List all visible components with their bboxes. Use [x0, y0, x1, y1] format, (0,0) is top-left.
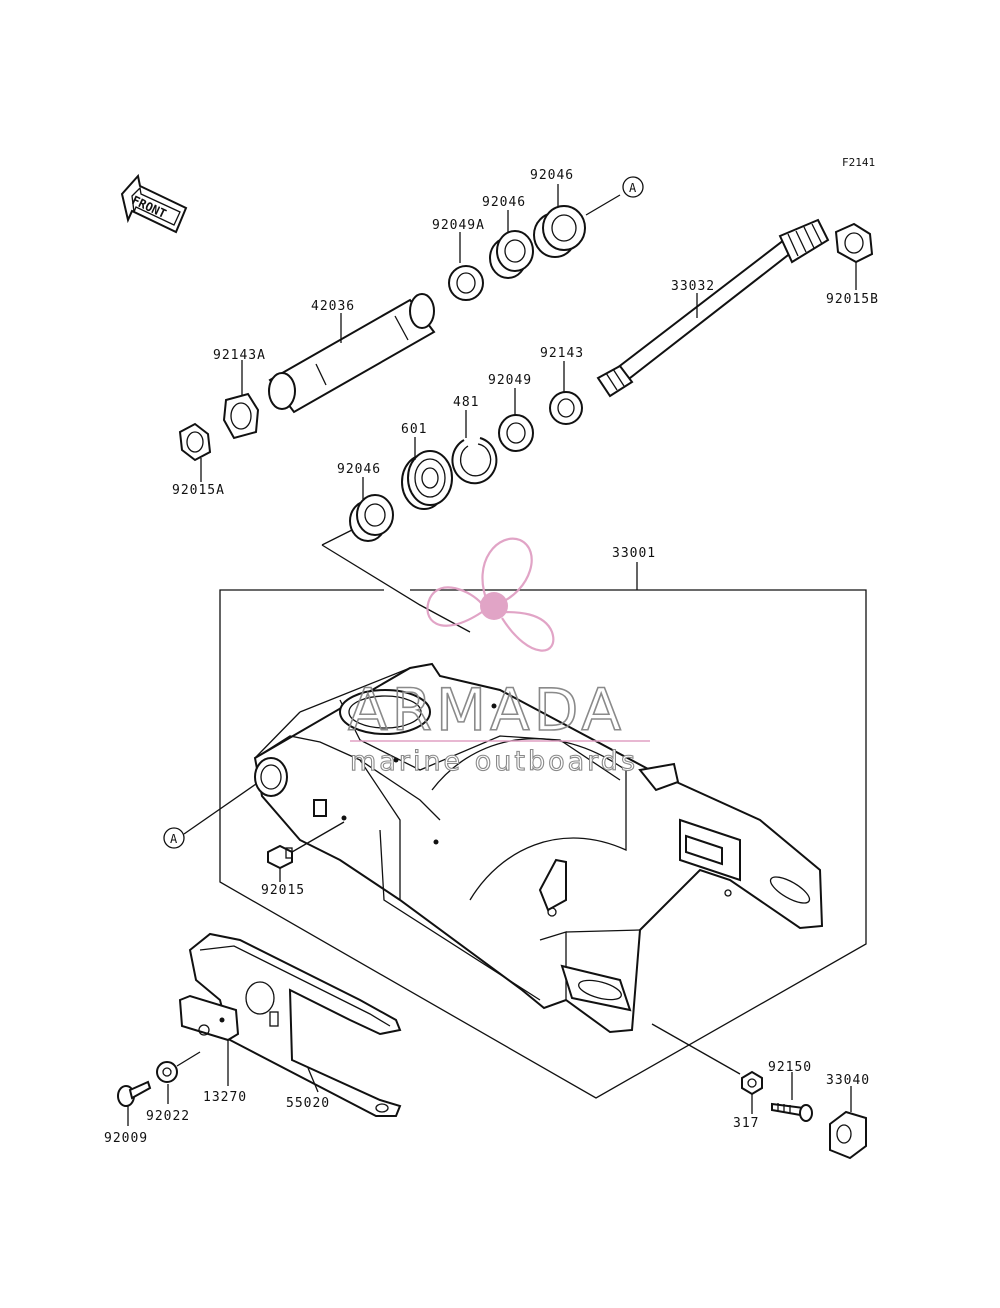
part-label-92046-top: 92046 — [530, 168, 574, 183]
swingarm-33001 — [253, 662, 824, 1034]
nut-317 — [741, 1070, 763, 1096]
oil-seal-92049 — [498, 414, 534, 452]
pivot-shaft-33032 — [596, 218, 830, 398]
oil-seal-92049a — [448, 265, 484, 301]
bolt-92150 — [771, 1102, 813, 1122]
svg-text:A: A — [170, 832, 178, 846]
collar-92143 — [549, 391, 583, 425]
part-label-92150: 92150 — [768, 1060, 812, 1075]
needle-bearing-92046-mid — [489, 230, 534, 279]
part-label-13270: 13270 — [203, 1090, 247, 1105]
nut-92015a — [178, 422, 212, 462]
bolt-92015 — [267, 844, 293, 870]
watermark-tagline: marine outboards — [350, 746, 638, 777]
part-label-92046-mid: 92046 — [482, 195, 526, 210]
part-label-92009: 92009 — [104, 1131, 148, 1146]
watermark-brand: ARMADA — [348, 676, 625, 744]
part-label-92049a: 92049A — [432, 218, 485, 233]
collar-92143a — [222, 392, 260, 440]
part-label-92049: 92049 — [488, 373, 532, 388]
part-label-33001: 33001 — [612, 546, 656, 561]
part-label-92015b: 92015B — [826, 292, 879, 307]
sleeve-42036 — [268, 293, 436, 414]
part-label-42036: 42036 — [311, 299, 355, 314]
part-label-92015: 92015 — [261, 883, 305, 898]
part-label-92143: 92143 — [540, 346, 584, 361]
reference-marker-a-lower: A — [163, 827, 185, 849]
chain-adjuster-33040 — [829, 1110, 867, 1160]
part-label-601: 601 — [401, 422, 427, 437]
part-label-92015a: 92015A — [172, 483, 225, 498]
part-label-92143a: 92143A — [213, 348, 266, 363]
plate-13270 — [178, 994, 240, 1042]
washer-92022 — [156, 1061, 178, 1083]
ball-bearing-601 — [401, 450, 453, 510]
front-arrow-icon: FRONT — [120, 173, 188, 234]
diagram-code: F2141 — [842, 156, 875, 169]
part-label-481: 481 — [453, 395, 479, 410]
screw-92009 — [117, 1080, 152, 1107]
part-label-92046-low: 92046 — [337, 462, 381, 477]
part-label-317: 317 — [733, 1116, 759, 1131]
part-label-55020: 55020 — [286, 1096, 330, 1111]
circlip-481 — [451, 437, 498, 485]
needle-bearing-92046-top — [533, 205, 586, 258]
reference-marker-a-top: A — [622, 176, 644, 198]
part-label-33040: 33040 — [826, 1073, 870, 1088]
armada-watermark-logo — [426, 537, 555, 652]
svg-text:A: A — [629, 181, 637, 195]
nut-92015b — [834, 222, 874, 264]
part-label-33032: 33032 — [671, 279, 715, 294]
needle-bearing-92046-low — [349, 494, 394, 542]
part-label-92022: 92022 — [146, 1109, 190, 1124]
